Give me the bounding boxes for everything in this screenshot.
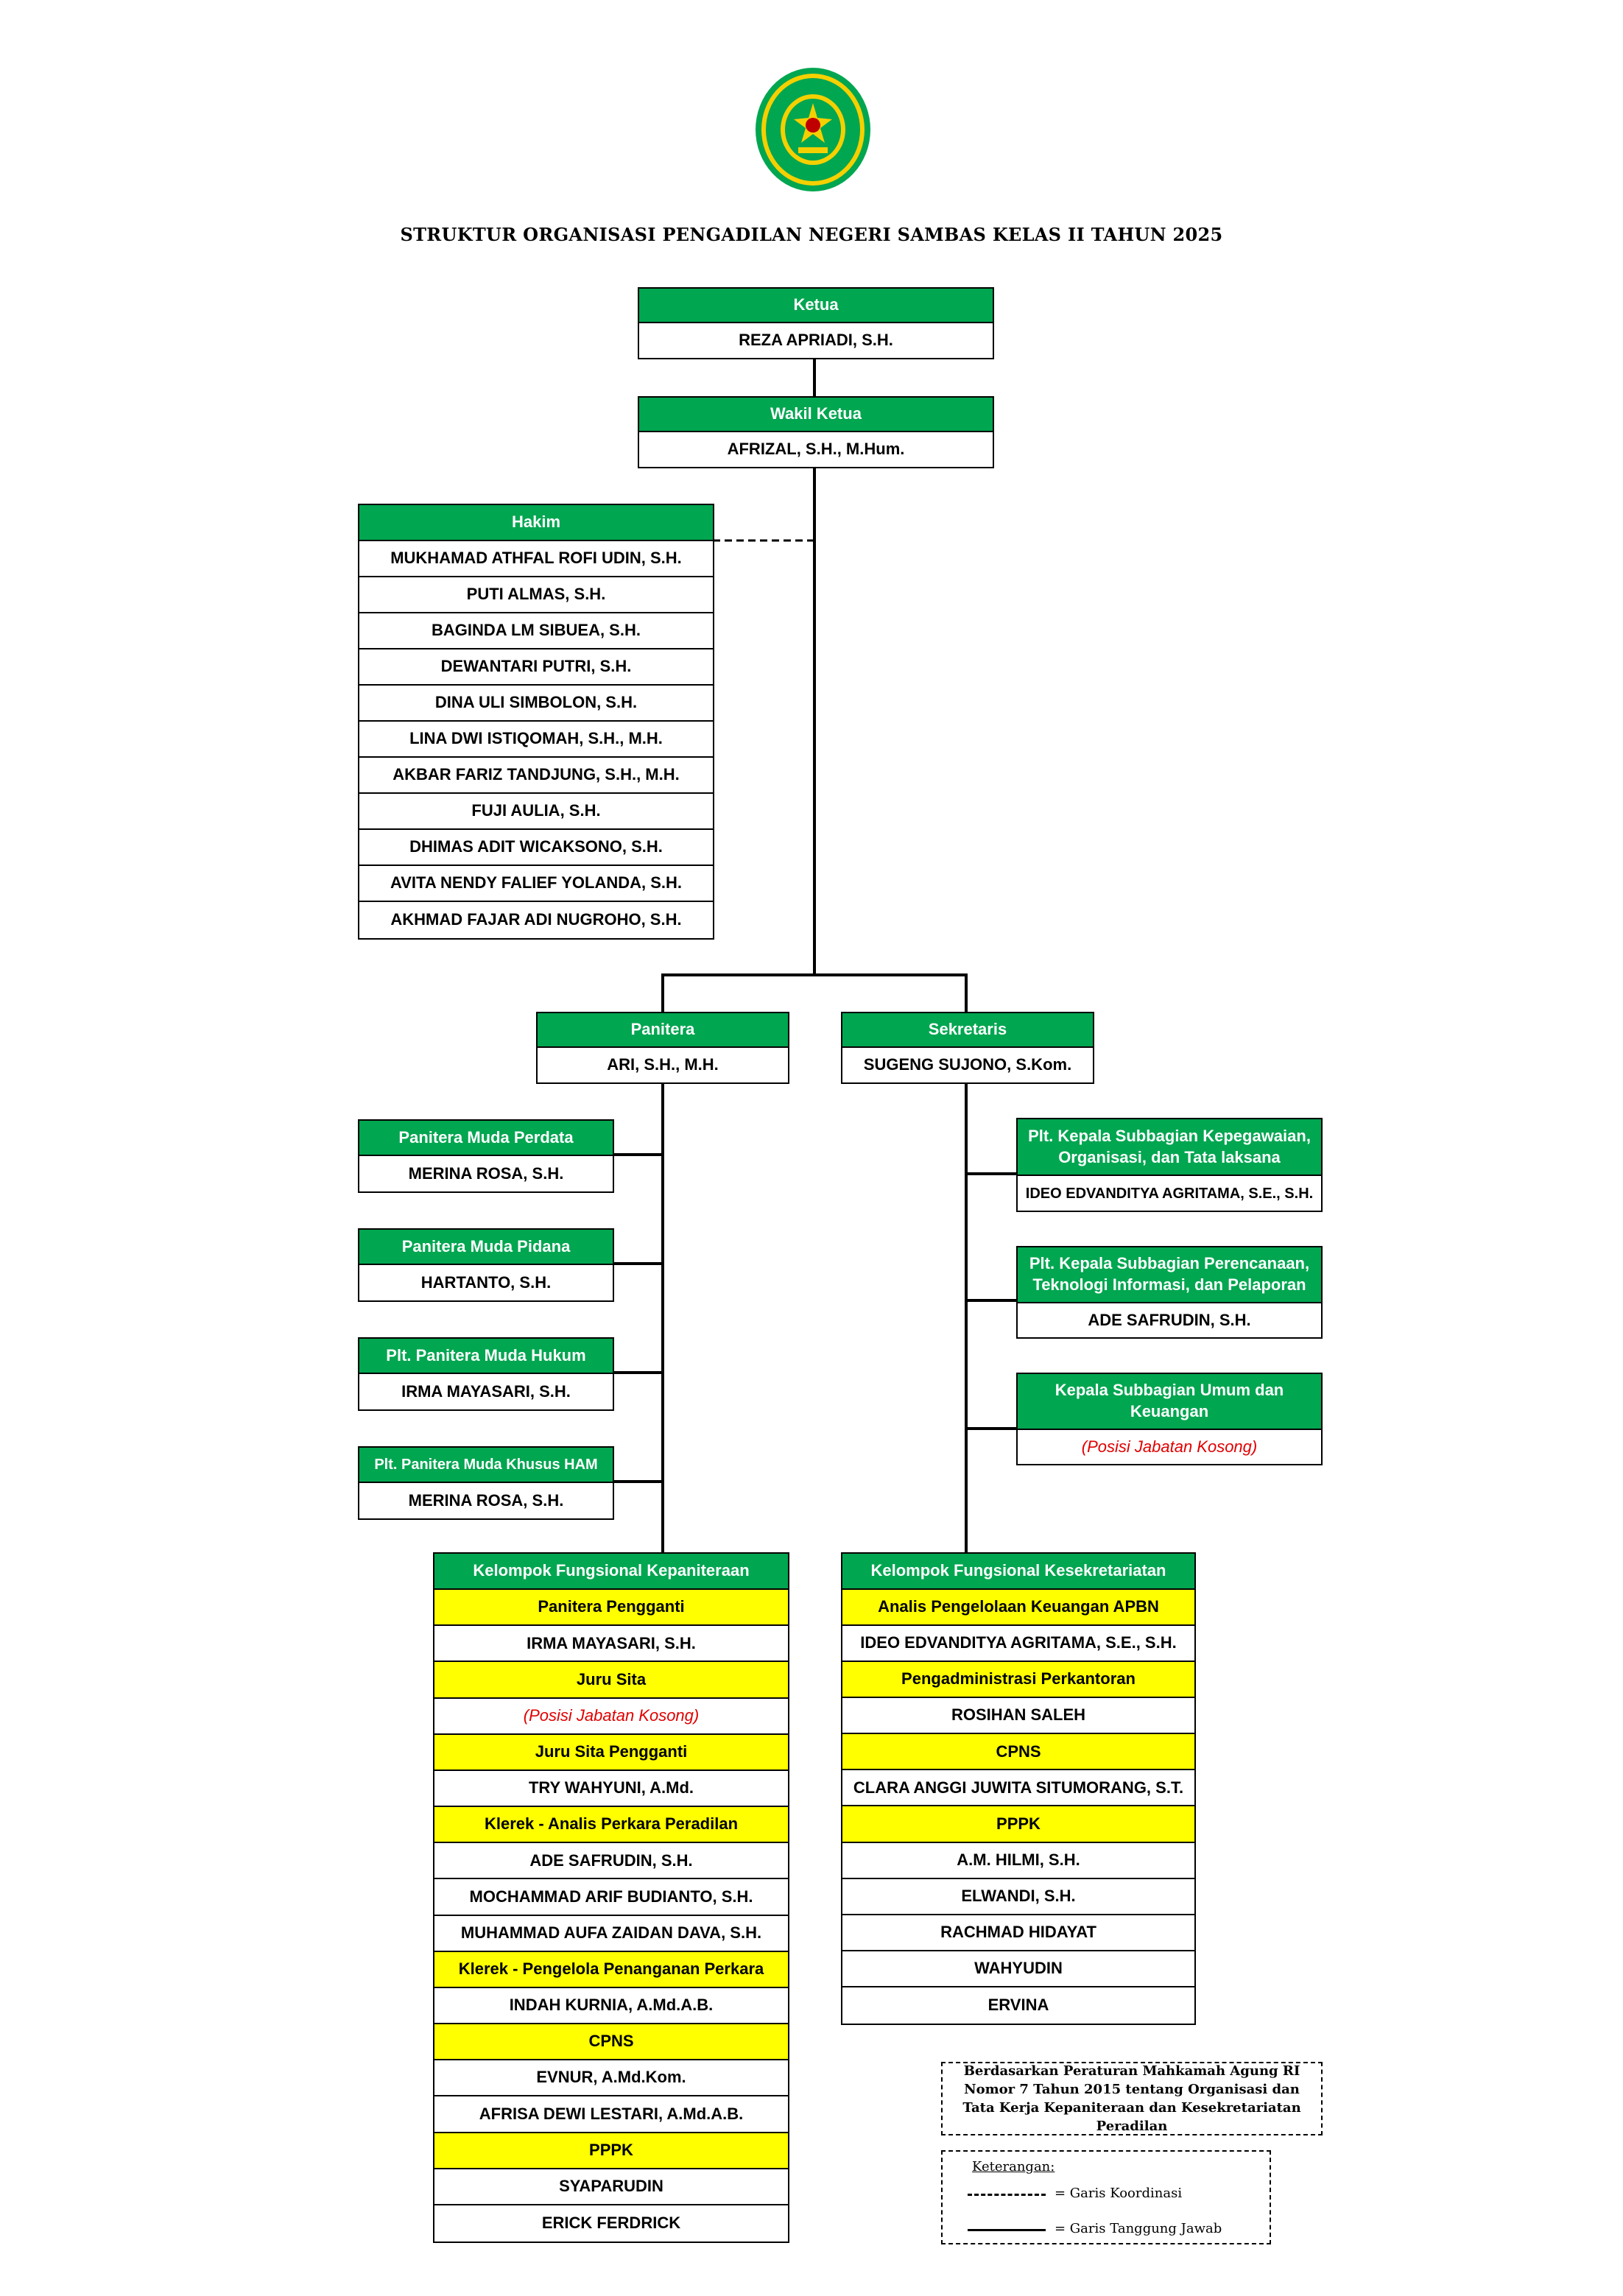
kf_kepaniteraan-header: Kelompok Fungsional Kepaniteraan — [434, 1554, 788, 1591]
hakim-cell: MUKHAMAD ATHFAL ROFI UDIN, S.H. — [359, 541, 713, 577]
kf_kesekretariatan-cell: Analis Pengelolaan Keuangan APBN — [842, 1590, 1194, 1627]
wakil-cell: AFRIZAL, S.H., M.Hum. — [727, 440, 905, 459]
kf_kesekretariatan-cell: ELWANDI, S.H. — [842, 1879, 1194, 1915]
panitera-cell: ARI, S.H., M.H. — [607, 1055, 719, 1074]
kf_kesekretariatan-cell: CPNS — [842, 1734, 1194, 1771]
kf_kepaniteraan-cell: SYAPARUDIN — [434, 2169, 788, 2205]
wakil-header: Wakil Ketua — [639, 398, 993, 432]
kf_kepaniteraan-cell: CPNS — [434, 2024, 788, 2061]
legend-row-tanggung-jawab: = Garis Tanggung Jawab — [968, 2221, 1262, 2239]
hakim-header: Hakim — [359, 505, 713, 541]
box-kasub-perencanaan: Plt. Kepala Subbagian Perencanaan, Tekno… — [1016, 1246, 1323, 1339]
hakim-cell: DINA ULI SIMBOLON, S.H. — [359, 686, 713, 722]
kf_kepaniteraan-cell: IRMA MAYASARI, S.H. — [434, 1626, 788, 1663]
pm_perdata-cell: MERINA ROSA, S.H. — [408, 1163, 564, 1183]
kf_kepaniteraan-cell: Juru Sita Pengganti — [434, 1734, 788, 1771]
hakim-cell: AVITA NENDY FALIEF YOLANDA, S.H. — [359, 866, 713, 902]
kf_kepaniteraan-cell: (Posisi Jabatan Kosong) — [434, 1699, 788, 1735]
kf_kesekretariatan-cell: PPPK — [842, 1806, 1194, 1843]
pm_ham-cell: MERINA ROSA, S.H. — [408, 1490, 564, 1510]
kasub_umum-cell: (Posisi Jabatan Kosong) — [1081, 1437, 1258, 1456]
pm_hukum-cell: IRMA MAYASARI, S.H. — [401, 1381, 571, 1401]
kf_kepaniteraan-cell: INDAH KURNIA, A.Md.A.B. — [434, 1988, 788, 2025]
kf_kepaniteraan-cell: TRY WAHYUNI, A.Md. — [434, 1771, 788, 1808]
kf_kepaniteraan-cell: AFRISA DEWI LESTARI, A.Md.A.B. — [434, 2096, 788, 2133]
kasub_renc-cell: ADE SAFRUDIN, S.H. — [1088, 1310, 1251, 1329]
kf_kepaniteraan-cell: MUHAMMAD AUFA ZAIDAN DAVA, S.H. — [434, 1916, 788, 1952]
pm_pidana-cell: HARTANTO, S.H. — [420, 1272, 552, 1292]
kf_kepaniteraan-cell: MOCHAMMAD ARIF BUDIANTO, S.H. — [434, 1879, 788, 1916]
kf_kesekretariatan-header: Kelompok Fungsional Kesekretariatan — [842, 1554, 1194, 1591]
kf_kepaniteraan-cell: Juru Sita — [434, 1662, 788, 1699]
kf_kepaniteraan-cell: Panitera Pengganti — [434, 1590, 788, 1627]
kf_kepaniteraan-cell: Klerek - Pengelola Penanganan Perkara — [434, 1951, 788, 1988]
kf_kepaniteraan-cell: Klerek - Analis Perkara Peradilan — [434, 1807, 788, 1844]
legend: Keterangan: = Garis Koordinasi = Garis T… — [941, 2150, 1271, 2244]
kasub_kepeg-cell: IDEO EDVANDITYA AGRITAMA, S.E., S.H. — [1025, 1185, 1314, 1202]
regulation-note: Berdasarkan Peraturan Mahkamah Agung RI … — [941, 2062, 1323, 2135]
hakim-cell: FUJI AULIA, S.H. — [359, 794, 713, 830]
kf_kepaniteraan-cell: ADE SAFRUDIN, S.H. — [434, 1843, 788, 1880]
sekretaris-cell: SUGENG SUJONO, S.Kom. — [863, 1055, 1072, 1074]
kf_kepaniteraan-cell: EVNUR, A.Md.Kom. — [434, 2060, 788, 2097]
court-seal-logo — [756, 68, 870, 191]
ketua-header: Ketua — [639, 289, 993, 323]
legend-row-koordinasi: = Garis Koordinasi — [968, 2186, 1262, 2203]
hakim-cell: AKHMAD FAJAR ADI NUGROHO, S.H. — [390, 910, 682, 929]
hakim-cell: PUTI ALMAS, S.H. — [359, 577, 713, 613]
kasub_renc-header: Plt. Kepala Subbagian Perencanaan, Tekno… — [1018, 1247, 1321, 1303]
kf_kesekretariatan-cell: ROSIHAN SALEH — [842, 1698, 1194, 1735]
kf_kesekretariatan-cell: CLARA ANGGI JUWITA SITUMORANG, S.T. — [842, 1770, 1194, 1807]
kf_kesekretariatan-cell: RACHMAD HIDAYAT — [842, 1915, 1194, 1951]
hakim-cell: LINA DWI ISTIQOMAH, S.H., M.H. — [359, 722, 713, 758]
box-kasub-umum: Kepala Subbagian Umum dan Keuangan (Posis… — [1016, 1373, 1323, 1465]
ketua-cell: REZA APRIADI, S.H. — [739, 331, 893, 350]
pm_hukum-header: Plt. Panitera Muda Hukum — [359, 1339, 613, 1374]
hakim-cell: DEWANTARI PUTRI, S.H. — [359, 649, 713, 686]
legend-solid-line — [968, 2229, 1046, 2231]
kasub_umum-header: Kepala Subbagian Umum dan Keuangan — [1018, 1374, 1321, 1430]
sekretaris-header: Sekretaris — [842, 1013, 1093, 1048]
pm_pidana-header: Panitera Muda Pidana — [359, 1230, 613, 1265]
legend-dashed-line — [968, 2194, 1046, 2196]
kf_kepaniteraan-cell: PPPK — [434, 2133, 788, 2169]
kf_kesekretariatan-cell: ERVINA — [987, 1995, 1049, 2014]
legend-title: Keterangan: — [972, 2159, 1055, 2174]
kf_kesekretariatan-cell: A.M. HILMI, S.H. — [842, 1843, 1194, 1879]
box-panitera-muda-ham: Plt. Panitera Muda Khusus HAM MERINA ROSA… — [358, 1446, 614, 1520]
hakim-cell: BAGINDA LM SIBUEA, S.H. — [359, 613, 713, 649]
pm_ham-header: Plt. Panitera Muda Khusus HAM — [359, 1448, 613, 1483]
hakim-cell: DHIMAS ADIT WICAKSONO, S.H. — [359, 830, 713, 866]
kf_kesekretariatan-cell: Pengadministrasi Perkantoran — [842, 1662, 1194, 1699]
legend-tanggung-jawab-label: = Garis Tanggung Jawab — [1055, 2221, 1222, 2236]
box-kasub-kepegawaian: Plt. Kepala Subbagian Kepegawaian, Organ… — [1016, 1118, 1323, 1212]
legend-koordinasi-label: = Garis Koordinasi — [1055, 2186, 1183, 2201]
kasub_kepeg-header: Plt. Kepala Subbagian Kepegawaian, Organ… — [1018, 1119, 1321, 1176]
page-title: STRUKTUR ORGANISASI PENGADILAN NEGERI SA… — [400, 224, 1223, 245]
pm_perdata-header: Panitera Muda Perdata — [359, 1121, 613, 1156]
panitera-header: Panitera — [538, 1013, 788, 1048]
kf_kepaniteraan-cell: ERICK FERDRICK — [541, 2214, 681, 2233]
hakim-cell: AKBAR FARIZ TANDJUNG, S.H., M.H. — [359, 758, 713, 794]
kf_kesekretariatan-cell: WAHYUDIN — [842, 1951, 1194, 1987]
kf_kesekretariatan-cell: IDEO EDVANDITYA AGRITAMA, S.E., S.H. — [842, 1626, 1194, 1663]
